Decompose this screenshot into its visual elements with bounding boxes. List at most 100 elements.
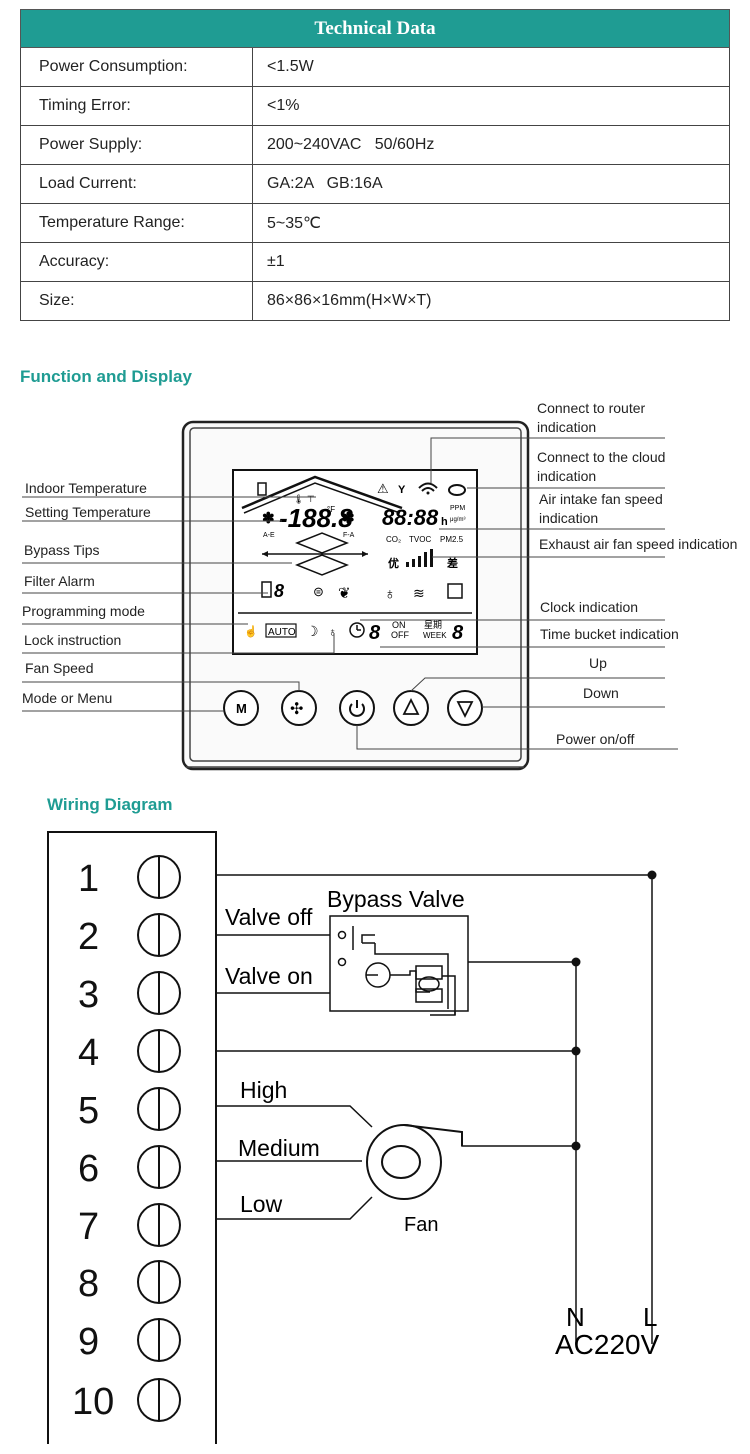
lcd-clock-digit: 8 [369, 622, 381, 644]
table-row: Temperature Range: 5~35℃ [20, 203, 730, 243]
heat-icon: ≋ [413, 585, 425, 601]
terminal-block [47, 831, 217, 1444]
lcd-clock-h: h [441, 516, 448, 528]
terminal-number: 10 [72, 1381, 114, 1423]
fan-icon-left: ✽ [262, 510, 275, 527]
house-roof-icon [241, 475, 403, 510]
wiring-diagram: 1 2 3 4 5 6 7 8 9 10 [47, 831, 660, 1444]
row-value: ±1 [252, 242, 730, 282]
terminal-number: 4 [78, 1032, 99, 1074]
row-label: Load Current: [20, 164, 253, 204]
row-value: <1% [252, 86, 730, 126]
row-label: Timing Error: [20, 86, 253, 126]
ac220v-label: AC220V [555, 1329, 660, 1360]
lcd-co2: CO₂ [386, 535, 401, 544]
menu-button[interactable]: M [223, 690, 259, 726]
svg-text:M: M [236, 701, 247, 716]
low-label: Low [240, 1191, 283, 1217]
table-row: Power Supply: 200~240VAC 50/60Hz [20, 125, 730, 165]
terminal-number: 2 [78, 916, 99, 958]
terminal-number: 8 [78, 1263, 99, 1305]
wiring-heading: Wiring Diagram [47, 795, 173, 814]
table-row: Load Current: GA:2A GB:16A [20, 164, 730, 204]
svg-text:✣: ✣ [290, 701, 303, 718]
lcd-poor: 差 [447, 556, 458, 570]
table-row: Timing Error: <1% [20, 86, 730, 126]
lcd-pm25: PM2.5 [440, 535, 464, 544]
device-bezel [189, 427, 522, 762]
cloud-icon [448, 484, 466, 496]
clock-icon [349, 622, 365, 638]
hand-icon: ☝ [244, 624, 258, 638]
table-row: Accuracy: ±1 [20, 242, 730, 282]
fan-label: Fan [404, 1214, 438, 1236]
n-label: N [566, 1302, 585, 1332]
thermometer-icons: 🌡︎ ⊤ [293, 494, 315, 504]
bypass-diamond-top [294, 532, 350, 554]
terminal-number: 6 [78, 1148, 99, 1190]
table-row: Power Consumption: <1.5W [20, 47, 730, 87]
row-value: <1.5W [252, 47, 730, 87]
label-indoor-temperature: Indoor Temperature [25, 480, 147, 496]
terminal-number: 9 [78, 1321, 99, 1363]
lcd-fa: F-A [343, 532, 355, 539]
label-clock: Clock indication [540, 599, 639, 615]
label-programming-mode: Programming mode [22, 603, 145, 619]
right-leader-lines [356, 437, 678, 750]
label-router-line1: Connect to router [537, 400, 646, 416]
label-setting-temperature: Setting Temperature [25, 504, 151, 520]
row-label: Temperature Range: [20, 203, 253, 243]
air-quality-bars [430, 549, 433, 567]
label-power: Power on/off [556, 731, 635, 747]
junction-dots [571, 870, 657, 1151]
row-label: Size: [20, 281, 253, 321]
down-button[interactable] [447, 690, 483, 726]
valve-off-label: Valve off [225, 904, 313, 930]
label-intake-line1: Air intake fan speed [539, 491, 663, 507]
medium-label: Medium [238, 1135, 320, 1161]
label-router-line2: indication [537, 419, 597, 435]
lcd-on: ON [392, 620, 406, 630]
label-fan-speed: Fan Speed [25, 660, 94, 676]
lcd-clock-digits: 88:88 [382, 505, 439, 530]
lcd-ugm: μg/m³ [450, 517, 465, 523]
wifi-icon [418, 482, 438, 489]
lcd-unit: °F [327, 505, 335, 514]
up-button[interactable] [393, 690, 429, 726]
row-label: Accuracy: [20, 242, 253, 282]
label-intake-line2: indication [539, 510, 599, 526]
row-value: GA:2A GB:16A [252, 164, 730, 204]
l-label: L [643, 1302, 657, 1332]
lcd-off: OFF [391, 630, 409, 640]
label-filter-alarm: Filter Alarm [24, 573, 95, 589]
terminal-number: 5 [78, 1090, 99, 1132]
lcd-good: 优 [388, 556, 399, 570]
terminal-numbers: 1 2 3 4 5 6 7 8 9 10 [72, 858, 114, 1423]
row-value: 200~240VAC 50/60Hz [252, 125, 730, 165]
signal-icon: Y [398, 484, 406, 496]
water-drop-icon: ♁ [384, 586, 396, 603]
label-bypass-tips: Bypass Tips [24, 542, 100, 558]
warning-icon: ⚠ [377, 481, 389, 496]
row-value: 5~35℃ [252, 203, 730, 243]
lcd-ae: A-E [263, 532, 275, 539]
leaf-icon: ❦ [338, 585, 351, 602]
row-label: Power Supply: [20, 125, 253, 165]
chimney-icon [257, 482, 267, 496]
fan-speed-button[interactable]: ✣ [281, 690, 317, 726]
fan-icon-right: ✽ [342, 510, 355, 527]
row-label: Power Consumption: [20, 47, 253, 87]
label-lock-instruction: Lock instruction [24, 632, 122, 648]
lcd-auto: AUTO [268, 627, 296, 638]
valve-on-label: Valve on [225, 963, 313, 989]
high-label: High [240, 1077, 287, 1103]
lock-icon: ♁ [328, 625, 337, 639]
power-button[interactable] [339, 690, 375, 726]
lcd-filter-digit: 8 [274, 581, 284, 601]
table-title: Technical Data [20, 9, 730, 48]
terminal-screws [137, 855, 181, 1422]
left-leader-lines [22, 496, 335, 712]
row-value: 86×86×16mm(H×W×T) [252, 281, 730, 321]
table-row: Size: 86×86×16mm(H×W×T) [20, 281, 730, 321]
lcd-ppm: PPM [450, 505, 465, 512]
